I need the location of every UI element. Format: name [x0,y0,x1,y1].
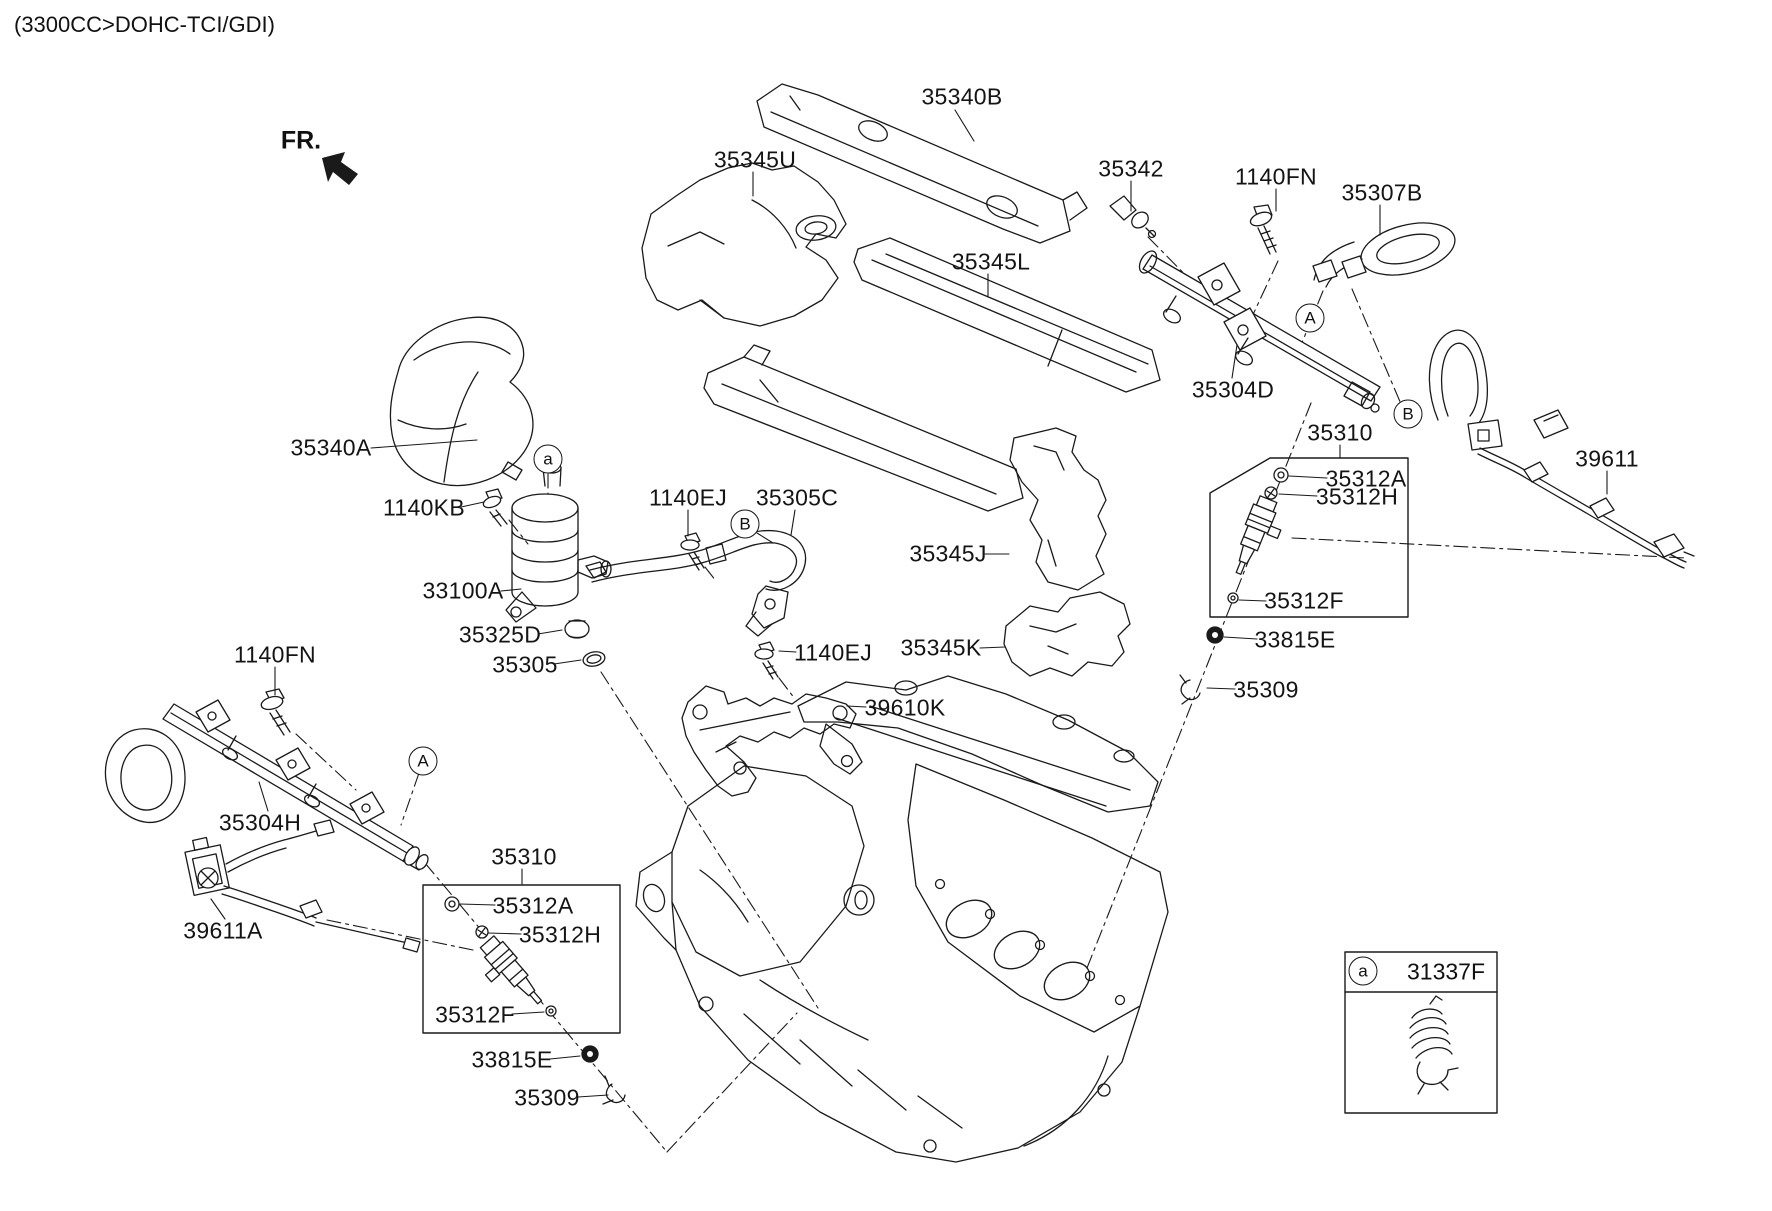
injector-harness-39611A [104,728,421,953]
callout-35340B: 35340B [921,83,1003,110]
callout-39611: 39611 [1575,445,1639,472]
callout-1140EJ-upper: 1140EJ [648,484,728,511]
callout-35312H-left: 35312H [518,921,602,948]
view-marker-A-left: A [408,746,438,776]
callout-35307B: 35307B [1341,179,1423,206]
callout-35305: 35305 [492,651,558,678]
heat-protector-35345U [641,162,847,327]
bolt-1140FN-right [1249,204,1277,255]
callout-35345J: 35345J [909,540,987,567]
callout-1140FN-left: 1140FN [234,641,316,668]
bolt-1140FN-left [260,688,291,736]
fuel-pipe-35305C [585,529,807,637]
heat-protector-35345J [1009,427,1107,591]
bolt-1140KB [482,488,508,527]
front-direction-label: FR. [280,126,322,155]
callout-35304H: 35304H [218,809,302,836]
fuel-rail-35304D [1138,250,1381,413]
front-direction-arrow [322,152,358,185]
callout-33100A: 33100A [422,577,504,604]
callout-33815E-right: 33815E [1254,626,1336,653]
view-marker-a-pump: a [533,444,563,474]
callout-35309-right: 35309 [1233,676,1299,703]
callout-39611A: 39611A [183,917,263,944]
gasket-ring-35305 [582,651,606,667]
view-marker-B-right: B [1393,399,1423,429]
detail-boxes [422,457,1498,1114]
bolt-1140EJ-upper [680,532,705,571]
page-title: (3300CC>DOHC-TCI/GDI) [14,12,275,37]
callout-35304D: 35304D [1191,376,1275,403]
bolt-1140EJ-lower [754,641,779,680]
callout-35345U: 35345U [713,146,797,173]
callout-1140FN-top: 1140FN [1235,163,1317,190]
pressure-sensor-35342 [1109,195,1157,239]
heat-protector-35340B [756,83,1088,244]
view-marker-A-right: A [1295,303,1325,333]
callout-35312H-right: 35312H [1315,483,1399,510]
legend-part-number: 31337F [1406,958,1486,985]
bracket-39610K [681,685,863,797]
injector-detail-right [1179,467,1289,705]
callout-35340A: 35340A [290,434,372,461]
callout-35312F-right: 35312F [1264,587,1344,614]
callout-35309-left: 35309 [514,1084,580,1111]
high-pressure-pump-33100A [501,461,612,623]
engine-block-drawing [635,675,1169,1163]
legend-box [1344,951,1498,1114]
callout-35345K: 35345K [900,634,982,661]
injector-detail-left [444,896,626,1105]
pump-seal-35325D [564,619,590,639]
fuel-rail-35304H [162,699,429,871]
legend-part-drawing [1409,995,1459,1095]
callout-35312A-left: 35312A [492,892,574,919]
callout-35312A-right: 35312A [1325,465,1407,492]
callout-35325D: 35325D [458,621,542,648]
fuel-hose-35307B [1312,222,1456,288]
legend-marker-a: a [1348,956,1378,986]
callout-35312F-left: 35312F [435,1001,515,1028]
heat-protector-35345L [703,237,1161,512]
callout-35345L: 35345L [951,248,1031,275]
callout-35305C: 35305C [755,484,839,511]
view-marker-B-left: B [730,509,760,539]
callout-1140EJ-lower: 1140EJ [793,639,873,666]
leader-lines [210,109,1608,1098]
callout-35310-left: 35310 [491,843,557,870]
callout-35342: 35342 [1098,155,1164,182]
callout-1140KB: 1140KB [383,494,465,521]
injector-cover-35340A [389,316,534,487]
callout-39610K: 39610K [864,694,946,721]
heat-protector-35345K [1003,591,1131,677]
callout-35310-right: 35310 [1307,419,1373,446]
injector-harness-39611 [1428,329,1695,569]
callout-33815E-left: 33815E [471,1046,553,1073]
